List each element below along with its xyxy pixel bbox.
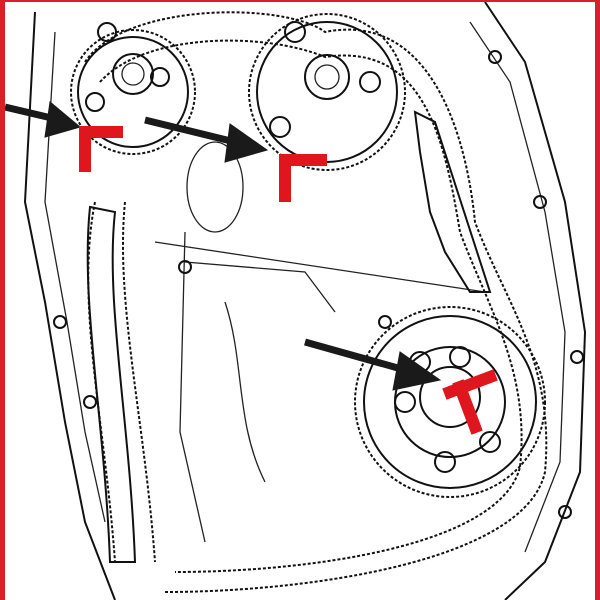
timing-mark-icon [79,126,123,172]
housing-inner-outline [44,21,566,553]
arrow-icon [144,116,269,163]
housing-boss [186,141,244,233]
cylinder-head-plate [154,231,486,543]
crankshaft-sprocket [354,306,546,498]
timing-mark-icon [442,369,498,435]
timing-chain-diagram [5,2,587,600]
arrow-icon [304,338,442,391]
exhaust-camshaft-sprocket [248,13,406,171]
timing-mark-icon [279,154,327,202]
chain-guide [86,205,137,563]
housing-outline [23,2,587,600]
housing-bolts [53,50,584,519]
timing-chain-loop [84,11,548,593]
intake-camshaft-sprocket [70,22,196,155]
chain-tensioner [413,110,492,293]
arrow-icon [5,101,82,138]
